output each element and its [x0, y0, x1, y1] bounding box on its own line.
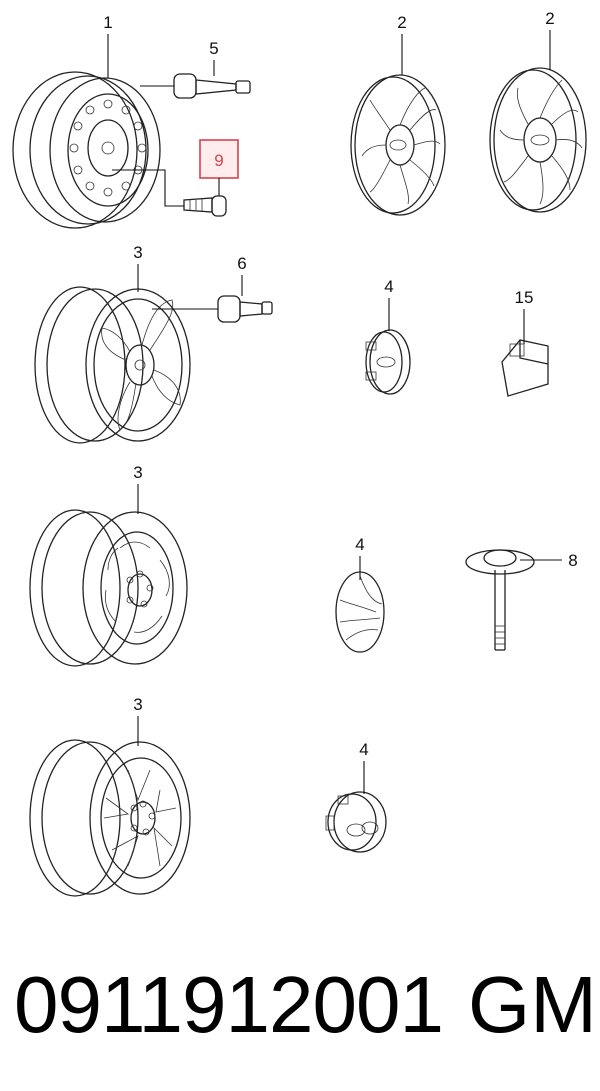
valve-9	[183, 195, 227, 217]
alloy-wheel-c	[29, 739, 191, 897]
callout-4c: 4	[359, 740, 368, 759]
callout-3a: 3	[133, 243, 142, 262]
callout-4b: 4	[355, 535, 364, 554]
brand-label: GM	[468, 960, 597, 1049]
callout-3b: 3	[133, 463, 142, 482]
callout-6: 6	[237, 254, 246, 273]
wheel-cover-b	[489, 67, 587, 213]
callout-2a: 2	[397, 13, 406, 32]
center-cap-b	[335, 571, 385, 653]
steel-wheel	[12, 71, 161, 229]
alloy-wheel-b	[29, 509, 188, 667]
callout-1: 1	[103, 13, 112, 32]
valve-5	[173, 73, 251, 99]
callout-8: 8	[568, 551, 577, 570]
callout-3c: 3	[133, 695, 142, 714]
center-cap-c	[325, 791, 387, 853]
callout-4a: 4	[384, 277, 393, 296]
callout-2b: 2	[545, 9, 554, 28]
spare-wheel-bolt-8	[465, 549, 535, 651]
callout-9: 9	[214, 151, 223, 170]
part-number: 0911912001	[14, 960, 444, 1049]
balance-weight-15	[501, 339, 549, 397]
callout-5: 5	[209, 39, 218, 58]
callout-15: 15	[515, 288, 534, 307]
alloy-wheel-a	[34, 286, 191, 444]
wheel-cover-a	[350, 74, 446, 216]
parts-diagram: 1 5 9 2	[12, 9, 587, 897]
valve-6	[217, 295, 273, 323]
center-cap-a	[365, 329, 411, 395]
footer: 0911912001 GM	[0, 955, 600, 1065]
